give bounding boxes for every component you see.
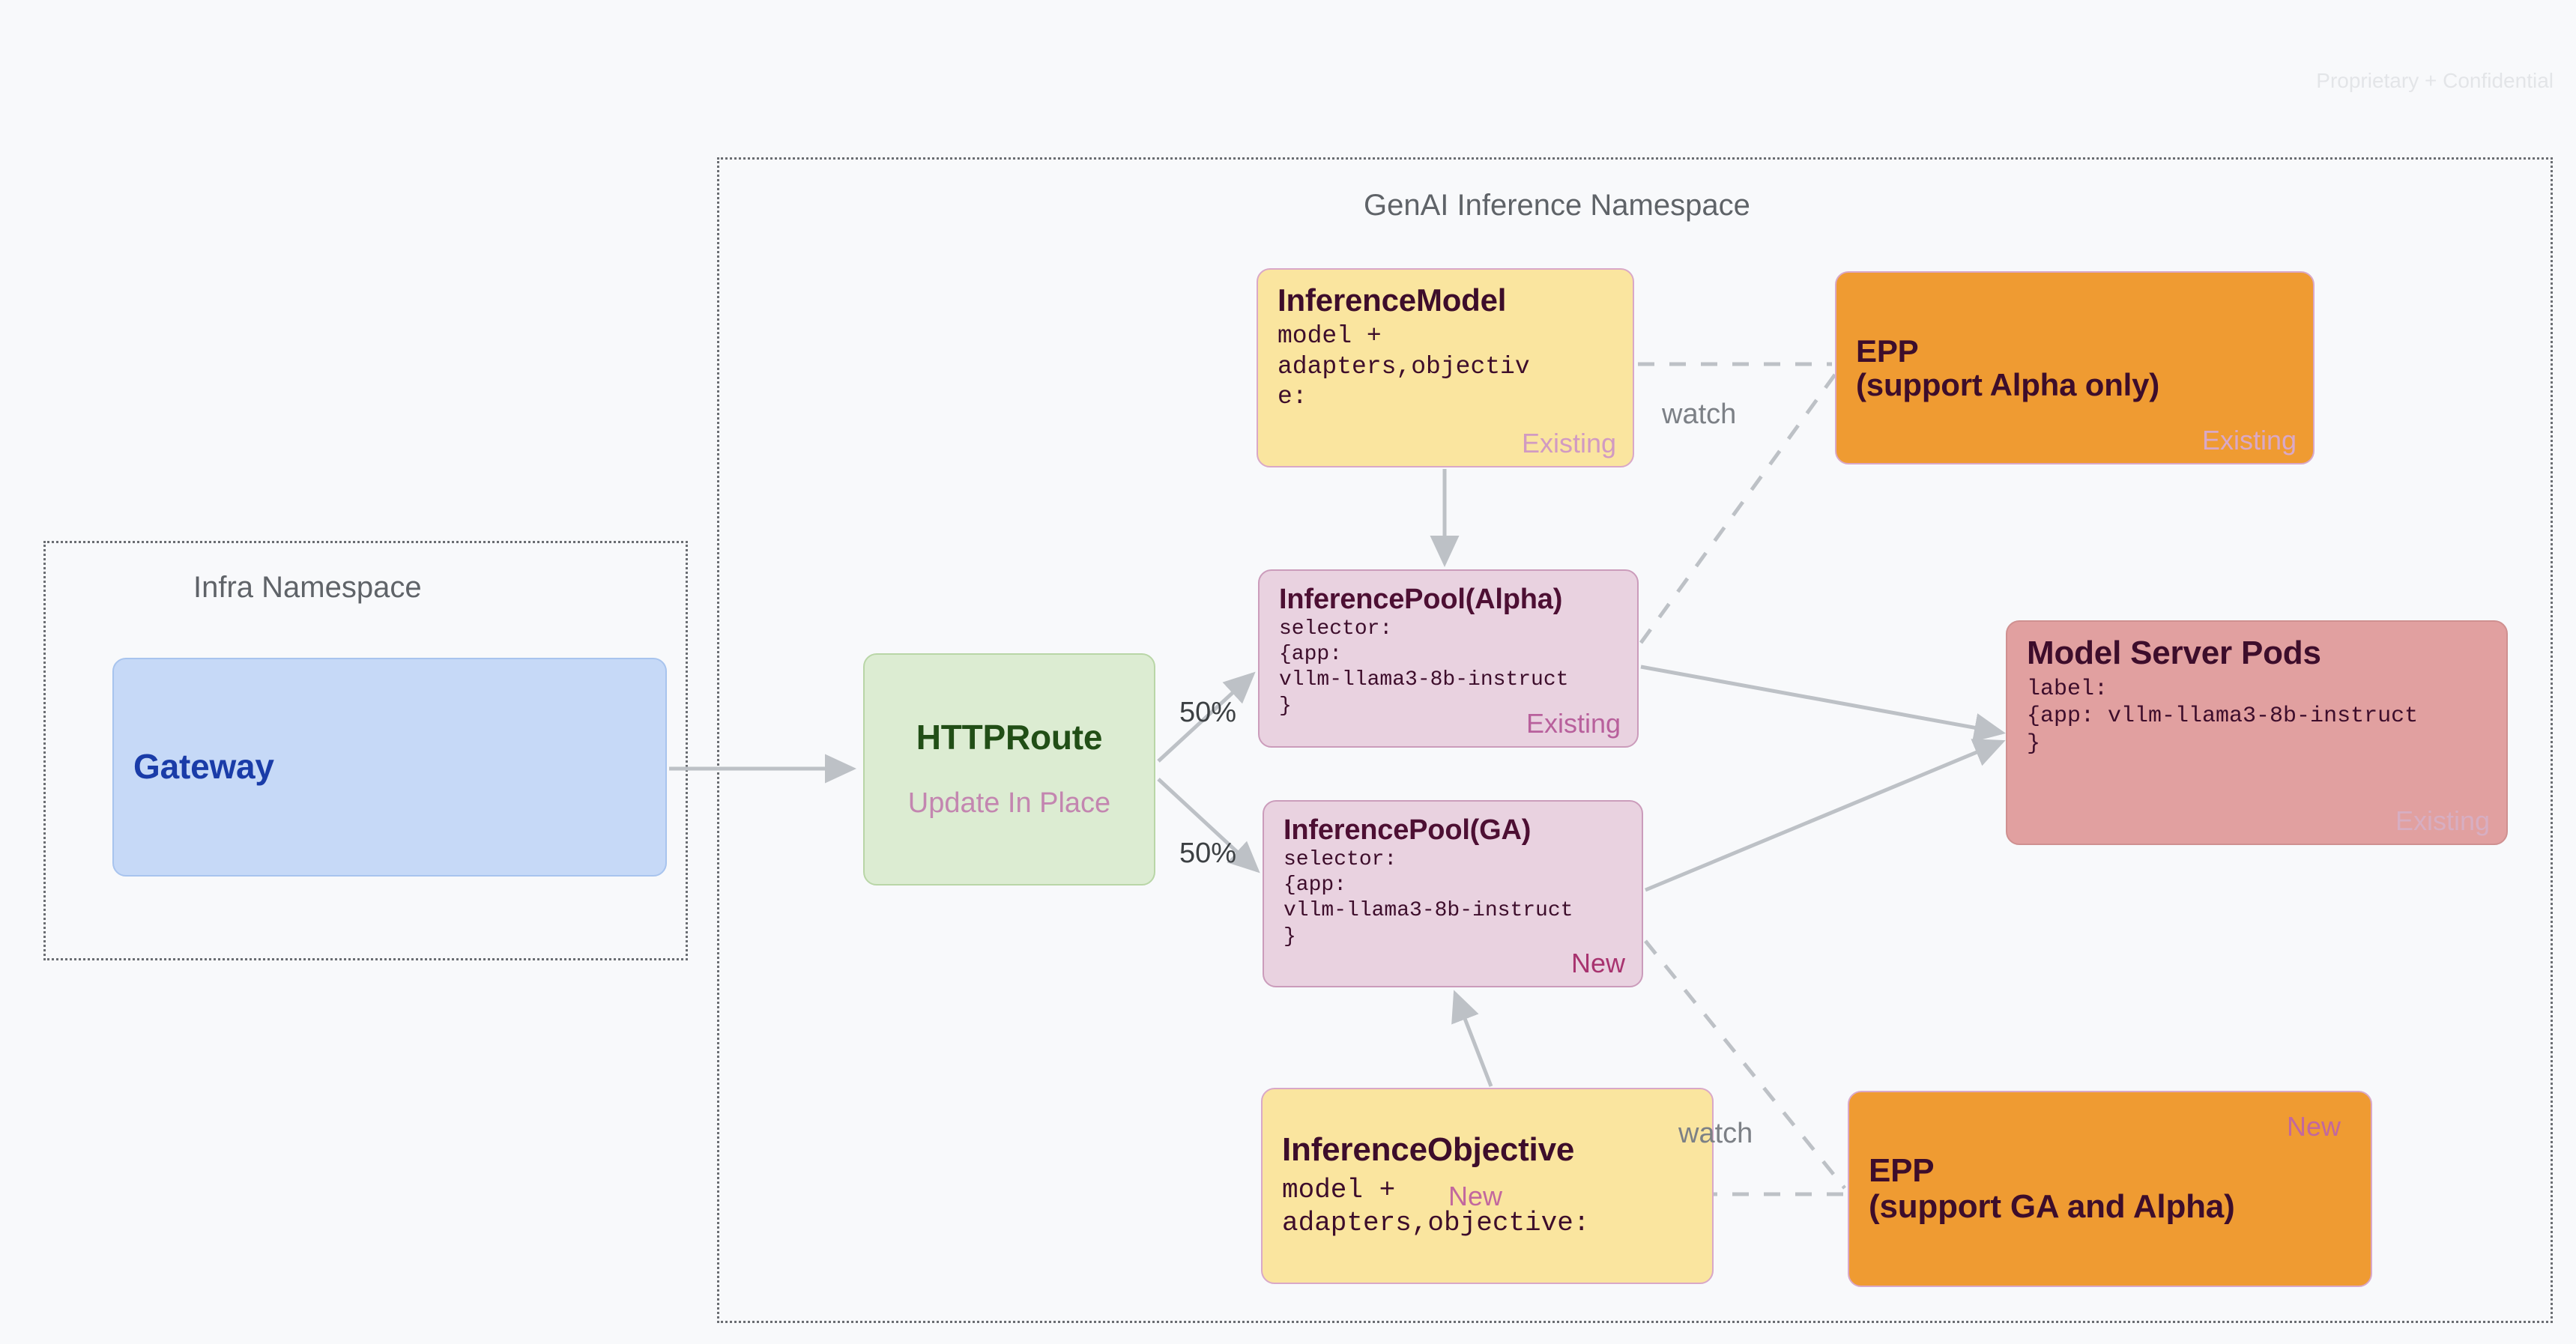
namespace-genai bbox=[717, 157, 2553, 1323]
pool-alpha-body: selector: {app: vllm-llama3-8b-instruct … bbox=[1279, 617, 1569, 718]
inference-objective-title: InferenceObjective bbox=[1282, 1131, 1575, 1169]
epp-alpha-title-line2: (support Alpha only) bbox=[1856, 367, 2160, 402]
confidential-notice: Proprietary + Confidential bbox=[2316, 69, 2554, 92]
inference-model-tag: Existing bbox=[1521, 428, 1616, 458]
epp-ga-title-line1: EPP bbox=[1869, 1152, 1935, 1190]
edge-pool-ga-to-model-pods bbox=[1645, 739, 2006, 892]
edge-watch-pool-alpha-to-epp-alpha bbox=[1639, 373, 1837, 644]
namespace-genai-title: GenAI Inference Namespace bbox=[1364, 189, 1750, 222]
namespace-infra bbox=[43, 541, 688, 960]
edge-httproute-to-pool-ga bbox=[1157, 778, 1260, 874]
model-pods-body: label: {app: vllm-llama3-8b-instruct } bbox=[2027, 676, 2419, 757]
inference-objective-tag: New bbox=[1448, 1181, 1503, 1211]
model-pods-title: Model Server Pods bbox=[2027, 635, 2321, 671]
node-model-server-pods[interactable]: Model Server Pods label: {app: vllm-llam… bbox=[2006, 620, 2508, 845]
edge-label-split-top: 50% bbox=[1179, 697, 1237, 728]
epp-alpha-tag: Existing bbox=[2201, 425, 2297, 455]
namespace-infra-title: Infra Namespace bbox=[193, 571, 422, 604]
pool-ga-body: selector: {app: vllm-llama3-8b-instruct … bbox=[1284, 848, 1573, 948]
node-inference-model[interactable]: InferenceModel model + adapters,objectiv… bbox=[1257, 268, 1634, 467]
edge-label-watch-bottom: watch bbox=[1678, 1118, 1753, 1149]
httproute-title: HTTPRoute bbox=[916, 717, 1103, 757]
epp-ga-title-line2: (support GA and Alpha) bbox=[1869, 1188, 2235, 1225]
inference-objective-body: model + adapters,objective: bbox=[1282, 1174, 1590, 1238]
edge-pool-alpha-to-model-pods bbox=[1640, 665, 2006, 742]
inference-model-body: model + adapters,objectiv e: bbox=[1278, 322, 1530, 411]
edge-httproute-to-pool-alpha bbox=[1157, 671, 1256, 763]
pool-ga-title: InferencePool(GA) bbox=[1284, 814, 1532, 846]
edge-label-split-bottom: 50% bbox=[1179, 838, 1237, 869]
node-inference-objective[interactable]: InferenceObjective model + adapters,obje… bbox=[1261, 1088, 1714, 1284]
model-pods-tag: Existing bbox=[2395, 805, 2490, 836]
node-epp-ga[interactable]: EPP (support GA and Alpha) New bbox=[1848, 1091, 2372, 1287]
node-inference-pool-alpha[interactable]: InferencePool(Alpha) selector: {app: vll… bbox=[1258, 569, 1639, 748]
gateway-title: Gateway bbox=[133, 747, 274, 787]
httproute-subtitle: Update In Place bbox=[907, 787, 1111, 820]
edge-label-watch-top: watch bbox=[1662, 399, 1737, 430]
edge-watch-pool-ga-to-epp-ga bbox=[1644, 939, 1846, 1190]
node-epp-alpha[interactable]: EPP (support Alpha only) Existing bbox=[1835, 271, 2315, 464]
edge-objective-to-pool-ga bbox=[1451, 990, 1493, 1087]
pool-alpha-tag: Existing bbox=[1526, 708, 1621, 739]
node-httproute[interactable]: HTTPRoute Update In Place bbox=[863, 653, 1155, 886]
node-gateway[interactable]: Gateway bbox=[112, 658, 667, 877]
node-inference-pool-ga[interactable]: InferencePool(GA) selector: {app: vllm-l… bbox=[1263, 800, 1643, 987]
epp-ga-tag: New bbox=[2286, 1111, 2341, 1142]
epp-alpha-title-line1: EPP bbox=[1856, 333, 1919, 369]
inference-model-title: InferenceModel bbox=[1278, 282, 1507, 318]
pool-alpha-title: InferencePool(Alpha) bbox=[1279, 584, 1563, 615]
pool-ga-tag: New bbox=[1570, 948, 1625, 978]
